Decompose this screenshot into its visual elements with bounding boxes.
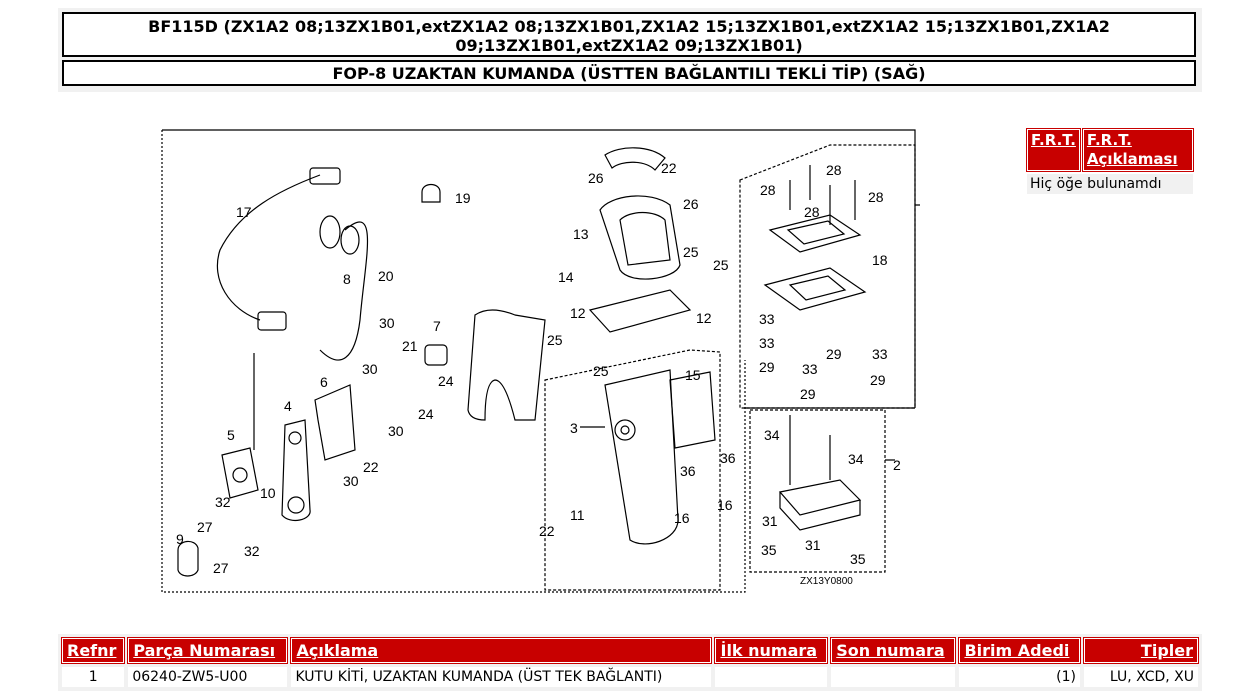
frt-table: F.R.T. F.R.T. Açıklaması Hiç öğe bulunam… (1024, 126, 1196, 197)
callout-17[interactable]: 19 (455, 190, 471, 206)
callout-2[interactable]: 2 (893, 457, 901, 473)
callout-4[interactable]: 4 (284, 398, 292, 414)
callout-23[interactable]: 22 (363, 459, 379, 475)
callout-35b[interactable]: 35 (850, 551, 866, 567)
callout-25a[interactable]: 25 (683, 244, 699, 260)
parts-table: Refnr Parça Numarası Açıklama İlk numara… (58, 634, 1202, 691)
unit-qty-column-header[interactable]: Birim Adedi (958, 637, 1081, 664)
first-number-column-header[interactable]: İlk numara (714, 637, 829, 664)
callout-28c[interactable]: 28 (868, 189, 884, 205)
callout-24a[interactable]: 24 (438, 373, 454, 389)
callout-25b[interactable]: 25 (713, 257, 729, 273)
callout-19[interactable]: 17 (236, 204, 252, 220)
frt-empty-message: Hiç öğe bulunamdı (1027, 174, 1193, 194)
callout-12a[interactable]: 12 (570, 305, 586, 321)
callout-25d[interactable]: 25 (593, 363, 609, 379)
section-title-text: FOP-8 UZAKTAN KUMANDA (ÜSTTEN BAĞLANTILI… (332, 64, 926, 83)
callout-24b[interactable]: 24 (418, 406, 434, 422)
callout-18[interactable]: 18 (872, 252, 888, 268)
callout-21[interactable]: 22 (661, 160, 677, 176)
callout-36b[interactable]: 36 (720, 450, 736, 466)
callout-30c[interactable]: 30 (388, 423, 404, 439)
callout-30b[interactable]: 30 (362, 361, 378, 377)
callout-28b[interactable]: 28 (760, 182, 776, 198)
callout-5[interactable]: 5 (227, 427, 235, 443)
callout-30d[interactable]: 30 (343, 473, 359, 489)
callout-32b[interactable]: 32 (244, 543, 260, 559)
callout-22b[interactable]: 22 (539, 523, 555, 539)
section-title: FOP-8 UZAKTAN KUMANDA (ÜSTTEN BAĞLANTILI… (62, 60, 1196, 86)
frt-description-header[interactable]: F.R.T. Açıklaması (1081, 128, 1195, 172)
callout-15[interactable]: 15 (685, 367, 701, 383)
callout-27b[interactable]: 27 (213, 560, 229, 576)
types-column-header[interactable]: Tipler (1083, 637, 1199, 664)
callout-13[interactable]: 13 (573, 226, 589, 242)
callout-31b[interactable]: 31 (805, 537, 821, 553)
callout-26b[interactable]: 26 (683, 196, 699, 212)
callout-8[interactable]: 8 (343, 271, 351, 287)
callout-33c[interactable]: 33 (872, 346, 888, 362)
callout-10[interactable]: 10 (260, 485, 276, 501)
row-types: LU, XCD, XU (1084, 667, 1198, 687)
callout-25c[interactable]: 25 (547, 332, 563, 348)
callout-31a[interactable]: 31 (762, 513, 778, 529)
callout-16b[interactable]: 16 (674, 510, 690, 526)
table-row[interactable]: 1 06240-ZW5-U00 KUTU KİTİ, UZAKTAN KUMAN… (62, 667, 1198, 687)
callout-29d[interactable]: 29 (800, 386, 816, 402)
callout-29a[interactable]: 29 (826, 346, 842, 362)
callout-9[interactable]: 9 (176, 531, 184, 547)
callout-32a[interactable]: 32 (215, 494, 231, 510)
callout-14[interactable]: 14 (558, 269, 574, 285)
callout-33a[interactable]: 33 (759, 311, 775, 327)
callout-29b[interactable]: 29 (759, 359, 775, 375)
callout-3[interactable]: 3 (570, 420, 578, 436)
callout-34a[interactable]: 34 (764, 427, 780, 443)
row-description: KUTU KİTİ, UZAKTAN KUMANDA (ÜST TEK BAĞL… (291, 667, 712, 687)
part-number-column-header[interactable]: Parça Numarası (127, 637, 289, 664)
callout-16a[interactable]: 16 (717, 497, 733, 513)
row-part-number[interactable]: 06240-ZW5-U00 (128, 667, 288, 687)
callout-29c[interactable]: 29 (870, 372, 886, 388)
callout-22a[interactable]: 21 (402, 338, 418, 354)
frt-header[interactable]: F.R.T. (1026, 128, 1081, 172)
callout-12b[interactable]: 12 (696, 310, 712, 326)
callout-28a[interactable]: 28 (826, 162, 842, 178)
row-first-number (715, 667, 828, 687)
row-refnr: 1 (62, 667, 125, 687)
callout-35a[interactable]: 35 (761, 542, 777, 558)
callout-33b[interactable]: 33 (759, 335, 775, 351)
callout-36a[interactable]: 36 (680, 463, 696, 479)
callout-20[interactable]: 20 (378, 268, 394, 284)
callout-34b[interactable]: 34 (848, 451, 864, 467)
row-unit-qty: (1) (959, 667, 1080, 687)
callout-26a[interactable]: 26 (588, 170, 604, 186)
model-title-text: BF115D (ZX1A2 08;13ZX1B01,extZX1A2 08;13… (148, 17, 1110, 55)
parts-diagram: 17 8 20 19 30 7 21 30 24 6 4 24 30 5 22 … (161, 129, 920, 593)
diagram-code: ZX13Y0800 (800, 576, 853, 587)
model-title: BF115D (ZX1A2 08;13ZX1B01,extZX1A2 08;13… (62, 12, 1196, 57)
callout-33d[interactable]: 33 (802, 361, 818, 377)
callout-11[interactable]: 11 (570, 507, 585, 523)
callout-30a[interactable]: 30 (379, 315, 395, 331)
callout-27a[interactable]: 27 (197, 519, 213, 535)
description-column-header[interactable]: Açıklama (290, 637, 713, 664)
row-last-number (831, 667, 956, 687)
callout-6[interactable]: 6 (320, 374, 328, 390)
last-number-column-header[interactable]: Son numara (830, 637, 957, 664)
callout-28d[interactable]: 28 (804, 204, 820, 220)
callout-7[interactable]: 7 (433, 318, 441, 334)
refnr-column-header[interactable]: Refnr (60, 637, 126, 664)
